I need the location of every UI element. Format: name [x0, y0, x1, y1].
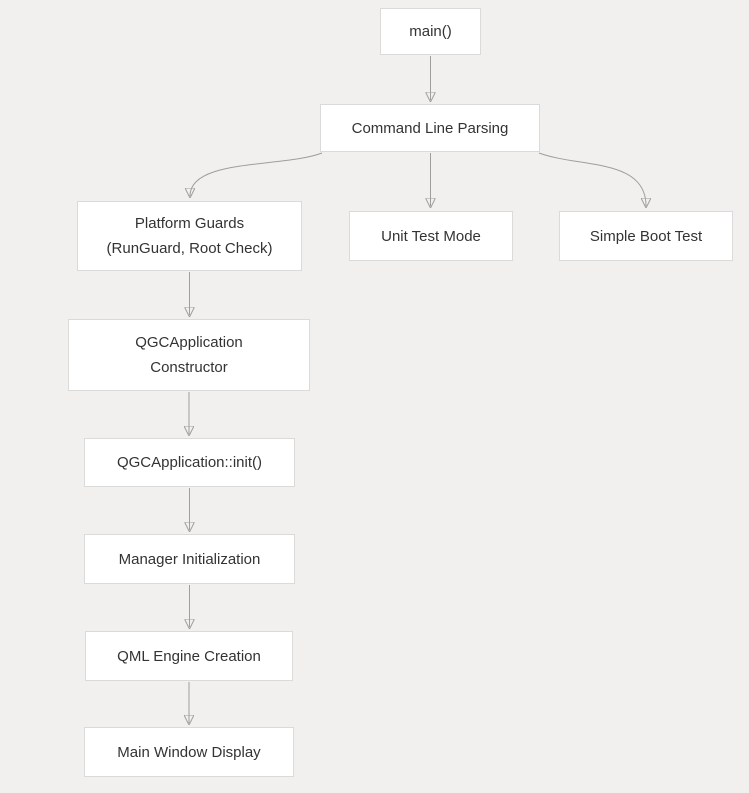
node-simple-boot-test-label: Simple Boot Test: [589, 227, 703, 245]
node-platform-guards: Platform Guards (RunGuard, Root Check): [77, 201, 302, 271]
node-main-label: main(): [409, 23, 452, 40]
node-main-window-display-label: Main Window Display: [117, 743, 261, 761]
node-unit-test-mode-label: Unit Test Mode: [381, 227, 481, 245]
node-qgcapplication-constructor: QGCApplication Constructor: [68, 319, 310, 391]
node-simple-boot-test: Simple Boot Test: [559, 211, 733, 261]
edge-cmdline-to-platform: [190, 152, 323, 196]
node-qml-engine-creation-label: QML Engine Creation: [117, 647, 261, 665]
node-qgcapplication-constructor-label-line2: Constructor: [150, 359, 228, 376]
node-qgcapplication-init: QGCApplication::init(): [84, 438, 295, 487]
node-platform-guards-label-line1: Platform Guards: [134, 215, 245, 232]
node-qgcapplication-init-label: QGCApplication::init(): [116, 454, 263, 471]
node-platform-guards-label-line2: (RunGuard, Root Check): [106, 240, 273, 257]
node-main-window-display: Main Window Display: [84, 727, 294, 777]
node-qgcapplication-constructor-label-line1: QGCApplication: [135, 334, 243, 351]
node-manager-initialization: Manager Initialization: [84, 534, 295, 584]
node-main: main(): [380, 8, 481, 55]
node-qml-engine-creation: QML Engine Creation: [85, 631, 293, 681]
node-unit-test-mode: Unit Test Mode: [349, 211, 513, 261]
node-manager-initialization-label: Manager Initialization: [118, 550, 261, 568]
edge-cmdline-to-simple-boot: [538, 152, 646, 206]
node-command-line-parsing: Command Line Parsing: [320, 104, 540, 152]
node-command-line-parsing-label: Command Line Parsing: [351, 119, 509, 137]
